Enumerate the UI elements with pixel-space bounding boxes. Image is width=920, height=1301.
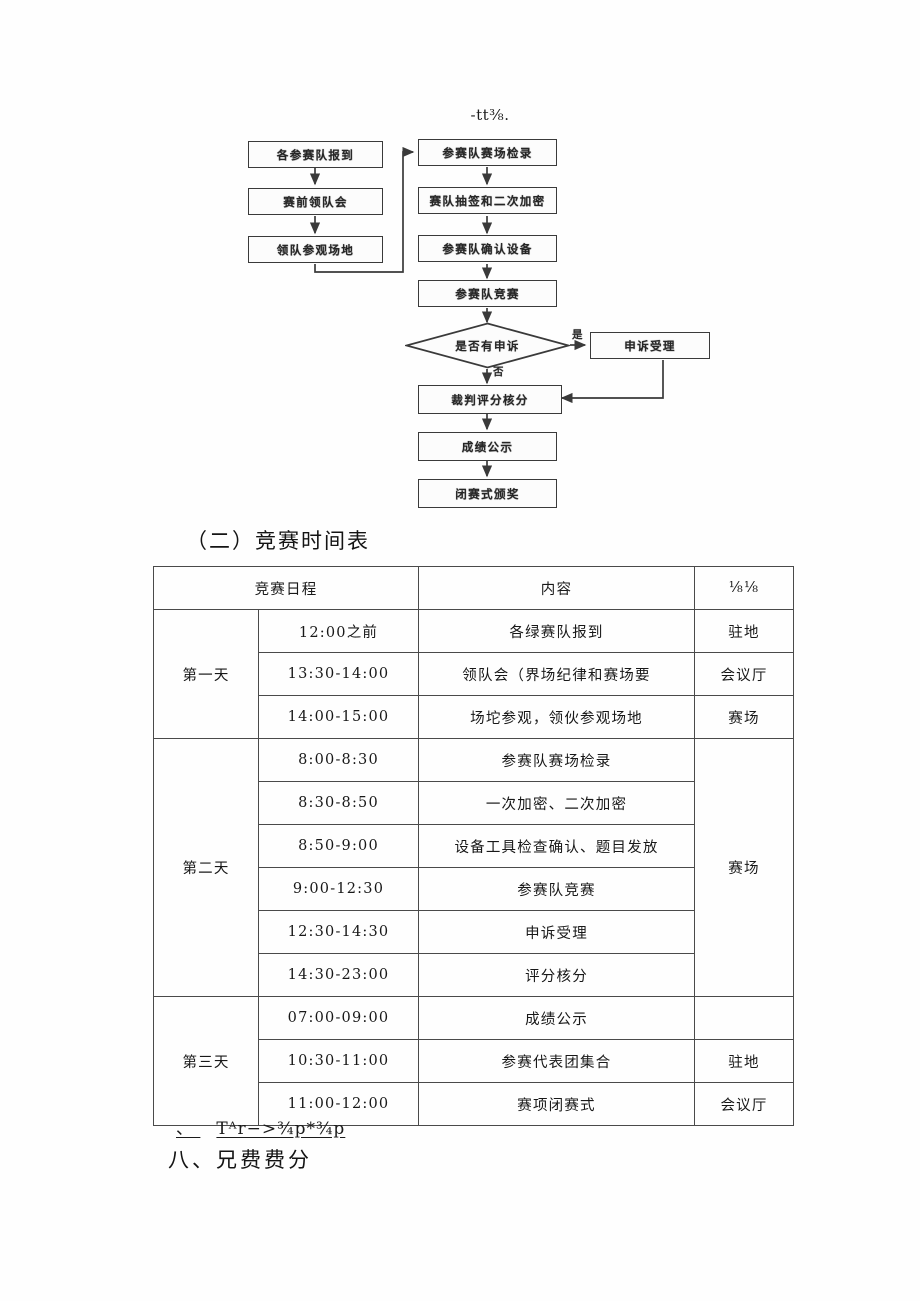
content-cell: 参赛代表团集合 — [418, 1039, 695, 1083]
content-cell: 参赛队赛场检录 — [418, 738, 695, 782]
flow-node-draw-and-second-encryption: 赛队抽签和二次加密 — [418, 187, 557, 214]
header-cell-place: ⅛⅛ — [694, 566, 794, 610]
flow-node-leader-venue-tour: 领队参观场地 — [248, 236, 383, 263]
edge-label-yes: 是 — [572, 329, 583, 341]
table-row: 10:30-11:00 参赛代表团集合 驻地 — [154, 1039, 794, 1083]
table-row: 14:30-23:00 评分核分 — [154, 953, 794, 997]
competition-flowchart: -tt⅜. — [0, 0, 920, 520]
content-cell: 各绿赛队报到 — [418, 609, 695, 653]
table-row: 第一天 12:00之前 各绿赛队报到 驻地 — [153, 609, 794, 739]
table-row: 9:00-12:30 参赛队竞赛 — [154, 867, 794, 911]
competition-schedule-table: 竞赛日程 内容 ⅛⅛ 第一天 12:00之前 各绿赛队报到 驻地 13:30-1… — [153, 566, 794, 1126]
place-cell: 赛场 — [694, 738, 794, 997]
table-row: 14:00-15:00 场坨参观，领伙参观场地 赛场 — [154, 695, 794, 739]
table-row: 12:30-14:30 申诉受理 — [154, 910, 794, 954]
time-cell: 12:30-14:30 — [258, 910, 419, 954]
place-cell: 会议厅 — [694, 1082, 794, 1126]
flow-decision-has-appeal: 是否有申诉 — [405, 322, 570, 369]
flow-node-equipment-confirmation: 参赛队确认设备 — [418, 235, 557, 262]
flow-node-appeal-handling: 申诉受理 — [590, 332, 710, 359]
flow-node-team-registration: 各参赛队报到 — [248, 141, 383, 168]
content-cell: 赛项闭赛式 — [418, 1082, 695, 1126]
flow-node-judge-scoring: 裁判评分核分 — [418, 385, 562, 414]
footer-line1-prefix: 、 — [176, 1119, 194, 1139]
table-row: 第三天 07:00-09:00 成绩公示 — [153, 996, 794, 1126]
header-cell-schedule: 竞赛日程 — [153, 566, 419, 610]
day-cell-3: 第三天 — [153, 996, 259, 1126]
flow-node-venue-checkin: 参赛队赛场检录 — [418, 139, 557, 166]
flow-node-closing-ceremony: 闭赛式颁奖 — [418, 479, 557, 508]
content-cell: 场坨参观，领伙参观场地 — [418, 695, 695, 739]
flowchart-caption: -tt⅜. — [470, 106, 510, 124]
content-cell: 领队会（界场纪律和赛场要 — [418, 652, 695, 696]
edge-label-no: 否 — [493, 366, 504, 378]
time-cell: 12:00之前 — [258, 609, 419, 653]
table-row: 8:50-9:00 设备工具检查确认、题目发放 — [154, 824, 794, 868]
time-cell: 14:30-23:00 — [258, 953, 419, 997]
header-cell-content: 内容 — [418, 566, 695, 610]
place-cell: 驻地 — [694, 1039, 794, 1083]
place-cell: 赛场 — [694, 695, 794, 739]
footer-heading-line: 八、兄费费分 — [168, 1148, 312, 1172]
footer-line1-garbled-text: Tᴬr−>¾p*¾p — [216, 1119, 346, 1139]
table-row: 11:00-12:00 赛项闭赛式 会议厅 — [154, 1082, 794, 1126]
flow-node-pre-match-leader-meeting: 赛前领队会 — [248, 188, 383, 215]
table-row: 第二天 8:00-8:30 参赛队赛场检录 赛场 — [153, 738, 794, 997]
content-cell: 申诉受理 — [418, 910, 695, 954]
time-cell: 07:00-09:00 — [258, 996, 419, 1040]
content-cell: 评分核分 — [418, 953, 695, 997]
place-cell: 驻地 — [694, 609, 794, 653]
flow-node-competition: 参赛队竞赛 — [418, 280, 557, 307]
time-cell: 8:30-8:50 — [258, 781, 419, 825]
footer-garbled-line: 、 Tᴬr−>¾p*¾p — [176, 1114, 345, 1139]
table-row: 13:30-14:00 领队会（界场纪律和赛场要 会议厅 — [154, 652, 794, 696]
place-cell — [694, 996, 794, 1040]
content-cell: 参赛队竞赛 — [418, 867, 695, 911]
time-cell: 8:00-8:30 — [258, 738, 419, 782]
table-header-row: 竞赛日程 内容 ⅛⅛ — [153, 566, 794, 610]
day-cell-2: 第二天 — [153, 738, 259, 997]
flow-decision-label: 是否有申诉 — [455, 338, 520, 353]
content-cell: 设备工具检查确认、题目发放 — [418, 824, 695, 868]
time-cell: 13:30-14:00 — [258, 652, 419, 696]
place-cell: 会议厅 — [694, 652, 794, 696]
time-cell: 9:00-12:30 — [258, 867, 419, 911]
section-heading-schedule: （二）竞赛时间表 — [186, 529, 370, 553]
table-row: 8:30-8:50 一次加密、二次加密 — [154, 781, 794, 825]
content-cell: 一次加密、二次加密 — [418, 781, 695, 825]
content-cell: 成绩公示 — [418, 996, 695, 1040]
flow-node-results-announcement: 成绩公示 — [418, 432, 557, 461]
time-cell: 11:00-12:00 — [258, 1082, 419, 1126]
time-cell: 8:50-9:00 — [258, 824, 419, 868]
time-cell: 10:30-11:00 — [258, 1039, 419, 1083]
day-cell-1: 第一天 — [153, 609, 259, 739]
time-cell: 14:00-15:00 — [258, 695, 419, 739]
